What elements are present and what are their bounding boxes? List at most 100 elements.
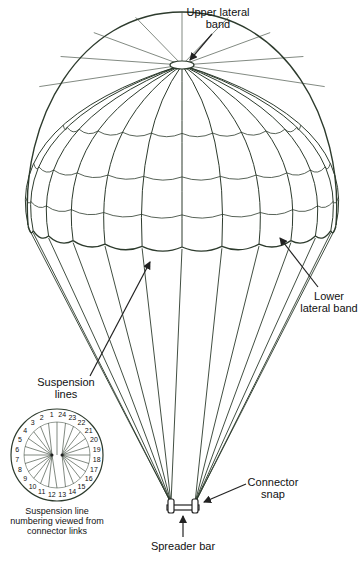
lower-lateral-band (142, 246, 182, 251)
part-label: Spreader bar (136, 540, 230, 552)
connector-snap (192, 499, 198, 513)
line-number: 4 (19, 427, 31, 435)
chevron-band (325, 163, 330, 168)
part-label: Upper lateral band (186, 6, 250, 30)
line-number: 9 (19, 475, 31, 483)
gore-seam (182, 12, 183, 65)
chevron-band (142, 214, 183, 218)
gore-seam (104, 65, 182, 244)
numbering-spoke (62, 455, 90, 456)
numbering-spoke (62, 455, 80, 478)
chevron-band (54, 170, 78, 175)
chevron-band (333, 197, 338, 203)
lower-lateral-band (105, 244, 142, 250)
numbering-ring (24, 422, 90, 488)
chevron-band (318, 202, 334, 208)
line-number: 21 (83, 427, 95, 435)
chevron-band (297, 125, 301, 130)
lower-lateral-band (291, 236, 316, 243)
line-number: 24 (56, 411, 68, 419)
chevron-band (151, 133, 182, 137)
numbering-spoke (62, 423, 66, 455)
gore-seam (182, 65, 339, 225)
chevron-band (39, 167, 54, 172)
chevron-band (98, 131, 123, 135)
link-dot (61, 454, 64, 457)
leader-line (90, 262, 150, 376)
gore-seam (39, 65, 182, 87)
line-number: 10 (27, 483, 39, 491)
line-number: 13 (56, 491, 68, 499)
chevron-band (77, 173, 108, 178)
lower-lateral-band (222, 244, 259, 250)
gore-seam (25, 65, 182, 225)
line-number: 7 (11, 456, 23, 464)
line-number: 3 (27, 419, 39, 427)
apex-vent (170, 61, 194, 69)
chevron-band (46, 206, 71, 212)
line-number: 11 (36, 488, 48, 496)
numbering-spoke (34, 432, 52, 455)
numbering-circle (11, 409, 103, 501)
chevron-band (293, 206, 318, 212)
suspension-line (195, 243, 291, 503)
gore-seam (182, 65, 183, 247)
chevron-band (31, 202, 47, 208)
chevron-band (71, 210, 103, 215)
gore-seam (182, 65, 260, 244)
line-number: 5 (14, 436, 26, 444)
chevron-band (256, 173, 287, 178)
chevron-band (108, 175, 144, 179)
line-number: 6 (11, 446, 23, 454)
chevron-band (182, 176, 220, 180)
chevron-band (182, 214, 223, 218)
chevron-band (63, 125, 67, 130)
numbering-spoke (62, 432, 80, 455)
chevron-band (220, 175, 256, 179)
connector-snap (168, 499, 174, 513)
link-dot (51, 454, 54, 457)
suspension-line (195, 238, 315, 503)
suspension-line (142, 248, 171, 503)
line-number: 1 (46, 411, 58, 419)
gore-seam (94, 33, 182, 65)
line-number: 2 (36, 414, 48, 422)
chevron-band (123, 132, 152, 136)
chevron-band (285, 127, 297, 132)
chevron-band (26, 197, 31, 203)
gore-seam (182, 65, 223, 246)
numbering-spoke (49, 455, 53, 487)
leader-line (204, 484, 246, 502)
chevron-band (287, 170, 311, 175)
chevron-band (34, 163, 39, 168)
line-number: 14 (66, 488, 78, 496)
gore-seam (182, 57, 303, 66)
suspension-line (171, 249, 182, 503)
numbering-spoke (34, 455, 52, 478)
line-number: 20 (88, 436, 100, 444)
gore-seam (71, 65, 182, 241)
line-number: 17 (88, 466, 100, 474)
lower-lateral-band (73, 241, 105, 247)
chevron-band (223, 213, 261, 217)
numbering-spoke (24, 455, 52, 456)
gore-seam (61, 57, 182, 66)
suspension-line (195, 227, 336, 503)
part-label: Lower lateral band (300, 290, 358, 314)
numbering-spoke (25, 447, 52, 456)
chevron-band (67, 127, 79, 132)
line-number: 12 (46, 491, 58, 499)
line-number: 8 (14, 466, 26, 474)
gore-seam (182, 65, 333, 231)
gore-seam (182, 65, 325, 87)
leader-line (182, 516, 183, 537)
chevron-band (79, 129, 98, 133)
gore-seam (182, 65, 318, 236)
gore-seam (46, 65, 182, 236)
lower-lateral-band (182, 246, 222, 251)
suspension-line (28, 227, 171, 503)
suspension-line (195, 248, 222, 503)
chevron-band (182, 133, 213, 137)
numbering-spoke (62, 455, 89, 464)
